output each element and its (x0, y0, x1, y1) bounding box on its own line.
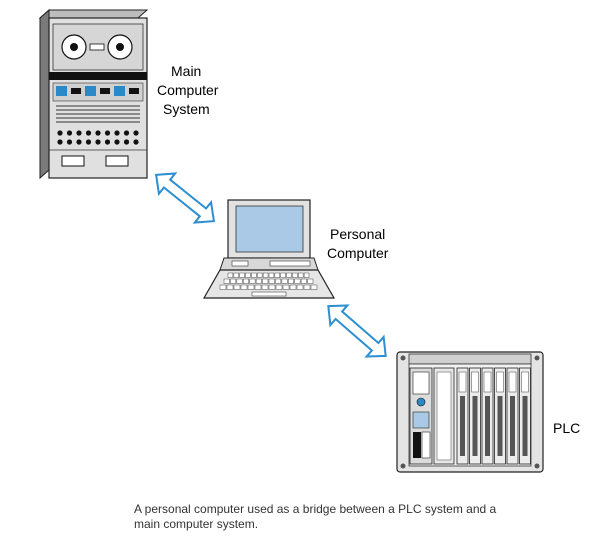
keyboard-key (226, 284, 234, 290)
keyboard-key (219, 284, 227, 290)
keypad-dot (114, 130, 120, 136)
keyboard-key (280, 272, 286, 278)
keyboard-key (275, 284, 283, 290)
keypad-dot (95, 130, 101, 136)
keyboard-key (251, 272, 257, 278)
keypad-dot (57, 139, 63, 145)
keyboard-key (294, 278, 301, 284)
keyboard-key (282, 284, 290, 290)
keypad-dot (104, 130, 111, 136)
keyboard-key (257, 272, 263, 278)
keyboard-key (261, 284, 269, 290)
io-module-terminal (485, 396, 490, 456)
keyboard-key (310, 284, 318, 290)
keyboard-key (303, 272, 310, 278)
keypad-dot (85, 139, 92, 145)
io-module-slot (471, 371, 479, 393)
mainframe-icon (38, 8, 149, 180)
keyboard-key (223, 278, 230, 284)
main-computer-label: Main Computer System (157, 63, 222, 117)
keypad-dot (104, 139, 111, 145)
io-module-terminal (510, 396, 515, 456)
keyboard-key (286, 272, 292, 278)
keyboard-key (307, 278, 314, 284)
keyboard-key (268, 278, 275, 284)
io-module-terminal (460, 396, 465, 456)
keyboard-key (303, 284, 311, 290)
keypad-dot (57, 130, 63, 136)
double-arrow-icon (154, 172, 216, 224)
keyboard-key (254, 284, 262, 290)
keyboard-key (233, 272, 239, 278)
keyboard-key (236, 278, 243, 284)
keypad-dot (76, 139, 82, 145)
keyboard-key (289, 284, 297, 290)
keypad-dot (66, 139, 73, 145)
keypad-dot (123, 130, 130, 136)
keyboard-key (245, 272, 251, 278)
io-module-terminal (472, 396, 478, 456)
keyboard-key (298, 272, 304, 278)
keypad-dot (114, 139, 120, 145)
double-arrow-icon (327, 304, 387, 358)
io-module-slot (521, 371, 529, 393)
io-module-terminal (497, 396, 503, 456)
keyboard-key (243, 278, 249, 284)
io-module-slot (496, 371, 504, 393)
io-module-slot (508, 371, 517, 393)
keyboard-key (292, 272, 298, 278)
keyboard-key (249, 278, 256, 284)
io-module-terminal (522, 396, 528, 456)
keyboard-key (247, 284, 255, 290)
keypad-dot (123, 139, 130, 145)
keypad-dot (66, 130, 73, 136)
io-module-slot (458, 371, 467, 393)
keyboard-key (274, 272, 280, 278)
keyboard-key (262, 272, 269, 278)
keyboard-key (268, 284, 276, 290)
keypad-dot (76, 130, 82, 136)
personal-computer-label: Personal Computer (327, 226, 389, 261)
keyboard-key (275, 278, 282, 284)
keyboard-key (281, 278, 288, 284)
keyboard-key (300, 278, 307, 284)
keyboard-key (230, 278, 237, 284)
keypad-dot (95, 139, 101, 145)
caption-line-1: A personal computer used as a bridge bet… (134, 502, 497, 516)
keyboard-key (233, 284, 241, 290)
keypad-dot (85, 130, 92, 136)
keyboard-key (255, 278, 262, 284)
keyboard-key (296, 284, 304, 290)
keypad-dot (133, 139, 139, 145)
caption-line-2: main computer system. (134, 517, 259, 531)
keyboard-key (239, 272, 245, 278)
keyboard-key (240, 284, 248, 290)
keyboard-key (262, 278, 269, 284)
keypad-dot (133, 130, 139, 136)
io-module-slot (483, 371, 492, 393)
keyboard-key (227, 272, 234, 278)
keyboard-key (288, 278, 294, 284)
plc-rack-icon (396, 351, 544, 473)
keyboard-key (268, 272, 275, 278)
figure-caption: A personal computer used as a bridge bet… (134, 502, 574, 532)
laptop-icon (202, 199, 336, 299)
plc-label: PLC (553, 420, 580, 436)
